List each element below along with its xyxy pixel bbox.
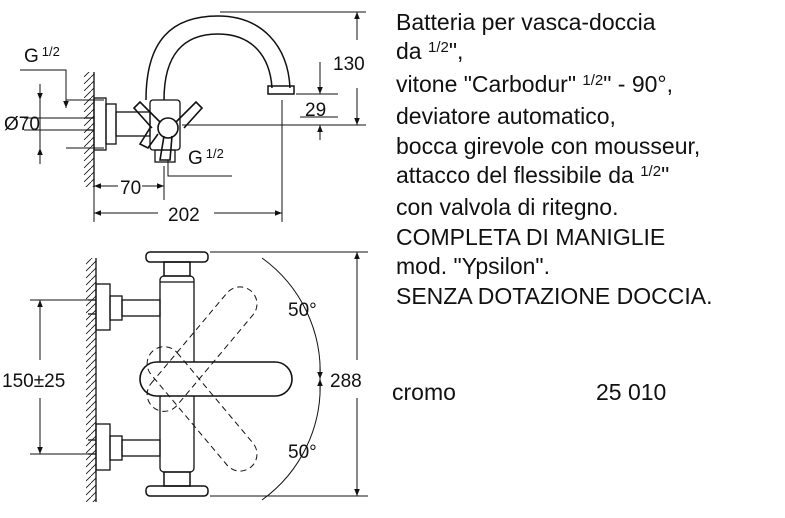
wall-front (86, 258, 97, 502)
depth-label: 70 (120, 178, 141, 199)
outlet-height-label: 29 (305, 100, 326, 121)
description-line-9: mod. "Ypsilon". (396, 253, 550, 280)
description-line-6: attacco del flessibile da 1/2" (396, 162, 670, 189)
connection-upper (88, 283, 161, 331)
spout-rotation-ghost (146, 257, 321, 501)
side-view-dimensions (20, 11, 366, 222)
total-height-label: 288 (330, 371, 362, 392)
description-line-7: con valvola di ritegno. (396, 194, 619, 221)
angle-bottom-label: 50° (288, 442, 317, 463)
spout-height-label: 130 (333, 54, 365, 75)
handle-side (132, 100, 204, 161)
description-line-2: da 1/2", (396, 38, 464, 65)
front-view (86, 251, 323, 502)
front-view-labels: 150±25 288 50° 50° (2, 300, 362, 463)
connection-lower (88, 423, 161, 471)
front-view-dimensions (30, 251, 368, 497)
description-line-3: vitone "Carbodur" 1/2" - 90°, (396, 70, 674, 97)
finish-code: 25 010 (596, 379, 667, 405)
diameter-label: Ø70 (4, 114, 40, 135)
description-line-10: SENZA DOTAZIONE DOCCIA. (396, 282, 713, 309)
description-line-5: bocca girevole con mousseur, (396, 132, 701, 159)
spout-front (139, 361, 293, 397)
centers-label: 150±25 (2, 371, 65, 392)
side-view (84, 15, 295, 187)
spout-side (145, 15, 295, 101)
finish-name: cromo (392, 379, 456, 405)
angle-top-label: 50° (288, 300, 317, 321)
mixer-body-side (149, 99, 181, 163)
product-description: Batteria per vasca-doccia da 1/2", viton… (396, 8, 781, 311)
description-line-8: COMPLETA DI MANIGLIE (396, 223, 666, 250)
handle-bottom-front (145, 471, 209, 497)
description-line-1: Batteria per vasca-doccia (396, 9, 656, 35)
projection-label: 202 (168, 205, 200, 226)
handle-top-front (145, 251, 209, 277)
description-line-4: deviatore automatico, (396, 103, 616, 130)
